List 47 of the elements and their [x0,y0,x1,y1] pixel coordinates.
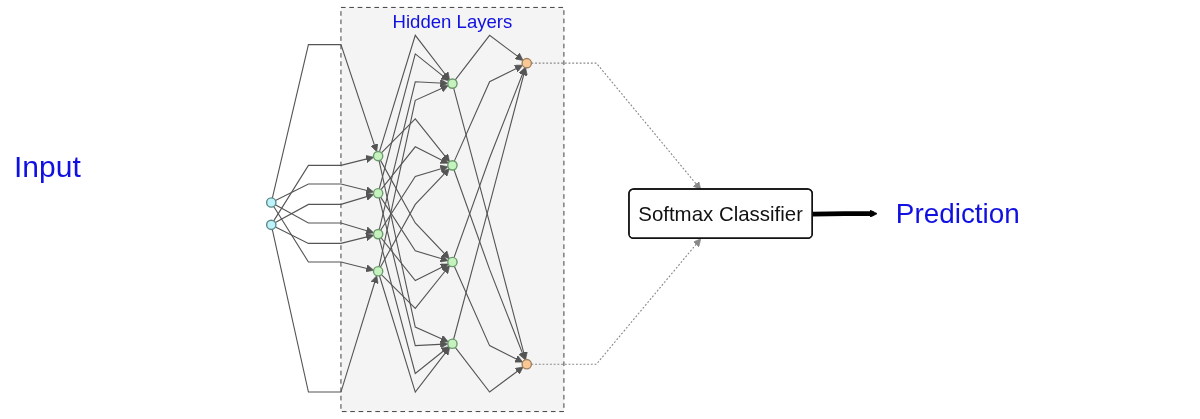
arrow [378,84,449,268]
node-circle [521,358,533,370]
cluster: Hidden Layers [340,6,565,413]
arrow [530,238,702,365]
arrow [378,52,450,190]
arrow [273,205,374,273]
arrow [380,146,449,191]
arrow [378,78,449,231]
node-circle [447,78,458,89]
arrow [274,204,375,235]
node-circle [265,197,277,208]
arrow [274,226,374,244]
node-text: Prediction [895,198,1020,230]
arrow [530,62,702,190]
node-circle [372,150,384,162]
node-circle [372,265,384,277]
arrow [812,209,878,218]
layer-label: Input [14,150,81,184]
arrow [454,34,524,81]
arrow [274,183,374,201]
arrow [454,346,524,393]
arrow [274,192,375,224]
arrow [380,164,449,231]
arrow [273,155,374,222]
arrow [378,197,449,349]
node-circle [372,228,384,240]
arrow [453,265,523,363]
arrow [378,275,450,394]
arrow [453,64,523,162]
arrow [271,44,379,199]
node-circle [265,219,277,231]
arrow [380,118,450,163]
node-circle [447,256,458,268]
node-circle [521,57,533,69]
arrow [271,228,379,393]
arrow [380,265,450,310]
node-circle [447,338,458,350]
node-circle [447,160,458,171]
arrow [453,169,527,361]
arrow [378,160,449,343]
arrow [378,34,450,153]
arrow [380,196,449,263]
node-circle [372,187,384,199]
arrow [378,238,450,375]
arrow [379,159,450,259]
arrow [379,168,450,268]
arrow [380,237,449,282]
